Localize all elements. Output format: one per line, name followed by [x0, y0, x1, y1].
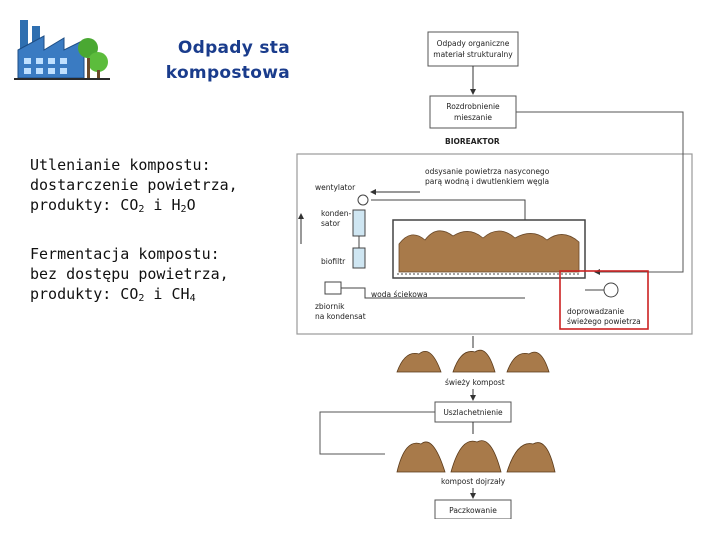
arrow-shred-reactor — [516, 111, 684, 275]
page-title: Odpady sta kompostowa — [120, 36, 290, 86]
pipe-top — [371, 199, 526, 220]
factory-logo-icon — [14, 20, 110, 80]
packaging-label: Paczkowanie — [449, 506, 497, 515]
tank-line-1: zbiornik — [315, 302, 345, 311]
fermentation-sub-2: 4 — [189, 293, 196, 304]
biofilter-icon — [352, 247, 366, 269]
air-supply-line-2: świeżego powietrza — [567, 317, 641, 326]
packaging-box — [434, 499, 512, 519]
condenser-line-2: sator — [321, 219, 341, 228]
wastewater-label: woda ściekowa — [371, 290, 428, 299]
air-supply-line-1: doprowadzanie — [567, 307, 624, 316]
oxidation-products: produkty: CO2 i H2O — [30, 195, 238, 220]
condenser-icon — [352, 209, 366, 237]
fermentation-products-mid: i CH — [144, 285, 190, 303]
fermentation-products: produkty: CO2 i CH4 — [30, 284, 229, 309]
bioreactor-frame — [296, 153, 693, 335]
exhaust-line-2: parą wodną i dwutlenkiem węgla — [425, 177, 549, 186]
composting-diagram: Odpady organiczne materiał strukturalny … — [296, 31, 693, 519]
oxidation-products-mid: i H — [144, 196, 181, 214]
shred-box — [429, 95, 517, 129]
oxidation-text: Utlenianie kompostu: dostarczenie powiet… — [30, 155, 238, 220]
arrow-refine-loop — [319, 411, 435, 455]
mature-compost-label: kompost dojrzały — [441, 477, 506, 486]
oxidation-line-2: dostarczenie powietrza, — [30, 176, 238, 194]
fan-label: wentylator — [315, 183, 356, 192]
fresh-compost-label: świeży kompost — [445, 378, 505, 387]
oxidation-sub-2: 2 — [180, 204, 187, 215]
exhaust-line-1: odsysanie powietrza nasyconego — [425, 167, 550, 176]
blower-icon — [603, 282, 619, 298]
fan-icon — [357, 194, 369, 206]
title-line-2: kompostowa — [165, 63, 290, 83]
pipe-bottom — [341, 287, 525, 299]
biofilter-label: biofiltr — [321, 257, 346, 266]
tank-icon — [324, 281, 342, 295]
mature-compost-piles — [396, 440, 556, 473]
fermentation-line-1: Fermentacja kompostu: — [30, 245, 220, 263]
air-supply-highlight — [559, 270, 649, 330]
input-box-line-2: materiał strukturalny — [433, 50, 513, 59]
fermentation-line-2: bez dostępu powietrza, — [30, 265, 229, 283]
fresh-compost-piles — [396, 349, 550, 373]
bioreactor-label: BIOREAKTOR — [445, 137, 500, 146]
fermentation-sub-1: 2 — [138, 293, 145, 304]
input-box — [427, 31, 519, 67]
oxidation-products-suffix: O — [186, 196, 196, 214]
oxidation-sub-1: 2 — [138, 204, 145, 215]
compost-in-reactor — [398, 230, 580, 273]
title-line-1: Odpady sta — [177, 38, 290, 58]
oxidation-line-1: Utlenianie kompostu: — [30, 156, 211, 174]
fermentation-text: Fermentacja kompostu: bez dostępu powiet… — [30, 244, 229, 309]
input-box-line-1: Odpady organiczne — [437, 39, 510, 48]
fermentation-products-prefix: produkty: CO — [30, 285, 139, 303]
refine-box-label: Uszlachetnienie — [443, 408, 503, 417]
shred-box-line-2: mieszanie — [454, 113, 492, 122]
condenser-line-1: konden- — [321, 209, 352, 218]
tank-line-2: na kondensat — [315, 312, 366, 321]
oxidation-products-prefix: produkty: CO — [30, 196, 139, 214]
shred-box-line-1: Rozdrobnienie — [446, 102, 500, 111]
